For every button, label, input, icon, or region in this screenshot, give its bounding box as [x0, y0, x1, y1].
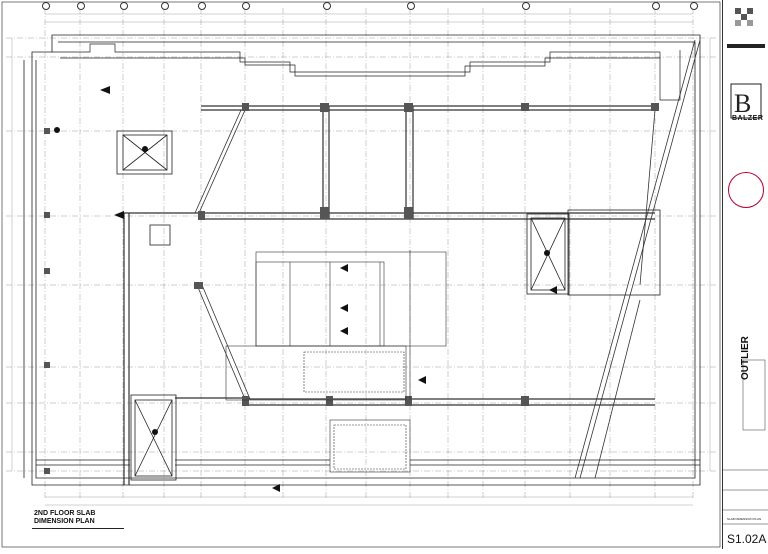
grid-bubble: [323, 2, 331, 10]
horizontal-grid-lines: [6, 37, 718, 472]
grid-bubble: [42, 2, 50, 10]
grid-bubble: [120, 2, 128, 10]
architect-logo-icon: [735, 8, 753, 26]
title-block-graphics: B: [723, 8, 768, 525]
slab-outline: [23, 34, 701, 486]
title-underline: [32, 528, 124, 529]
section-markers: [54, 86, 557, 492]
columns: [44, 103, 659, 474]
grid-bubble: [652, 2, 660, 10]
grid-bubble: [242, 2, 250, 10]
project-name: OUTLIER: [740, 336, 751, 380]
grid-bubble: [161, 2, 169, 10]
sheet-number: S1.02A: [727, 532, 767, 546]
svg-text:B: B: [734, 89, 751, 118]
vertical-grid-lines: [44, 8, 694, 500]
plan-title: 2ND FLOOR SLAB DIMENSION PLAN: [34, 510, 95, 526]
beams: [123, 105, 655, 485]
dimension-strings: [11, 13, 711, 506]
plan-title-line1: 2ND FLOOR SLAB: [34, 510, 96, 517]
title-block: B: [722, 0, 768, 549]
stair-elevator-cores: [116, 130, 661, 481]
sheet-title: SLAB DIMENSION PLAN: [727, 517, 762, 521]
grid-bubble: [77, 2, 85, 10]
plan-title-line2: DIMENSION PLAN: [34, 518, 95, 525]
diagonal-beams: [194, 39, 701, 479]
firm-name: BALZER: [732, 115, 764, 122]
perimeter-jogs: [36, 43, 700, 466]
central-infill: [225, 250, 447, 473]
logo-bar-icon: [727, 44, 765, 48]
grid-bubble: [407, 2, 415, 10]
grid-bubble: [522, 2, 530, 10]
grid-bubble: [690, 2, 698, 10]
grid-bubble: [198, 2, 206, 10]
balzer-logo-icon: B: [730, 83, 762, 119]
engineer-seal-icon: [728, 172, 764, 208]
